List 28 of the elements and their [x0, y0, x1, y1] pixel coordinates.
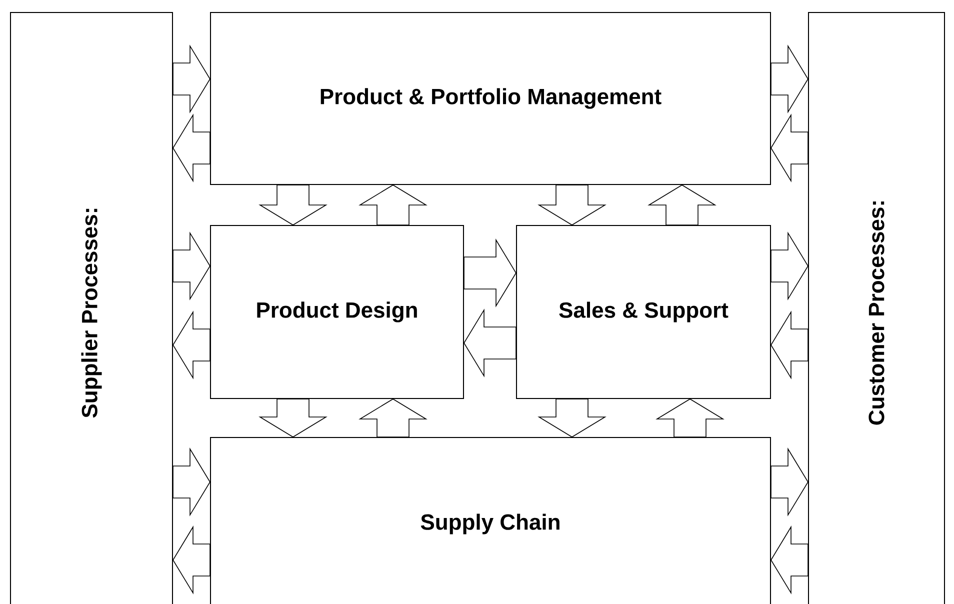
process-box: Supplier Processes: [10, 12, 173, 604]
block-arrow [770, 44, 808, 114]
block-arrow [172, 526, 210, 594]
block-arrow [172, 232, 210, 300]
block-arrow [358, 184, 428, 226]
block-arrow [172, 448, 210, 516]
process-box: Product & Portfolio Management [210, 12, 771, 185]
block-arrow [770, 448, 808, 516]
block-arrow [464, 308, 516, 378]
block-arrow [538, 184, 606, 226]
block-arrow [770, 232, 808, 300]
block-arrow [656, 398, 724, 438]
block-arrow [648, 184, 716, 226]
block-arrow [172, 114, 210, 182]
block-arrow [172, 310, 210, 380]
block-arrow [538, 398, 606, 438]
process-box: Customer Processes: [808, 12, 945, 604]
process-box: Supply Chain [210, 437, 771, 604]
block-arrow [770, 114, 808, 182]
process-box: Product Design [210, 225, 464, 399]
block-arrow [770, 526, 808, 594]
block-arrow [172, 44, 210, 114]
process-box: Sales & Support [516, 225, 771, 399]
block-arrow [770, 310, 808, 380]
block-arrow [258, 184, 328, 226]
block-arrow [464, 238, 516, 308]
block-arrow [358, 398, 428, 438]
block-arrow [258, 398, 328, 438]
